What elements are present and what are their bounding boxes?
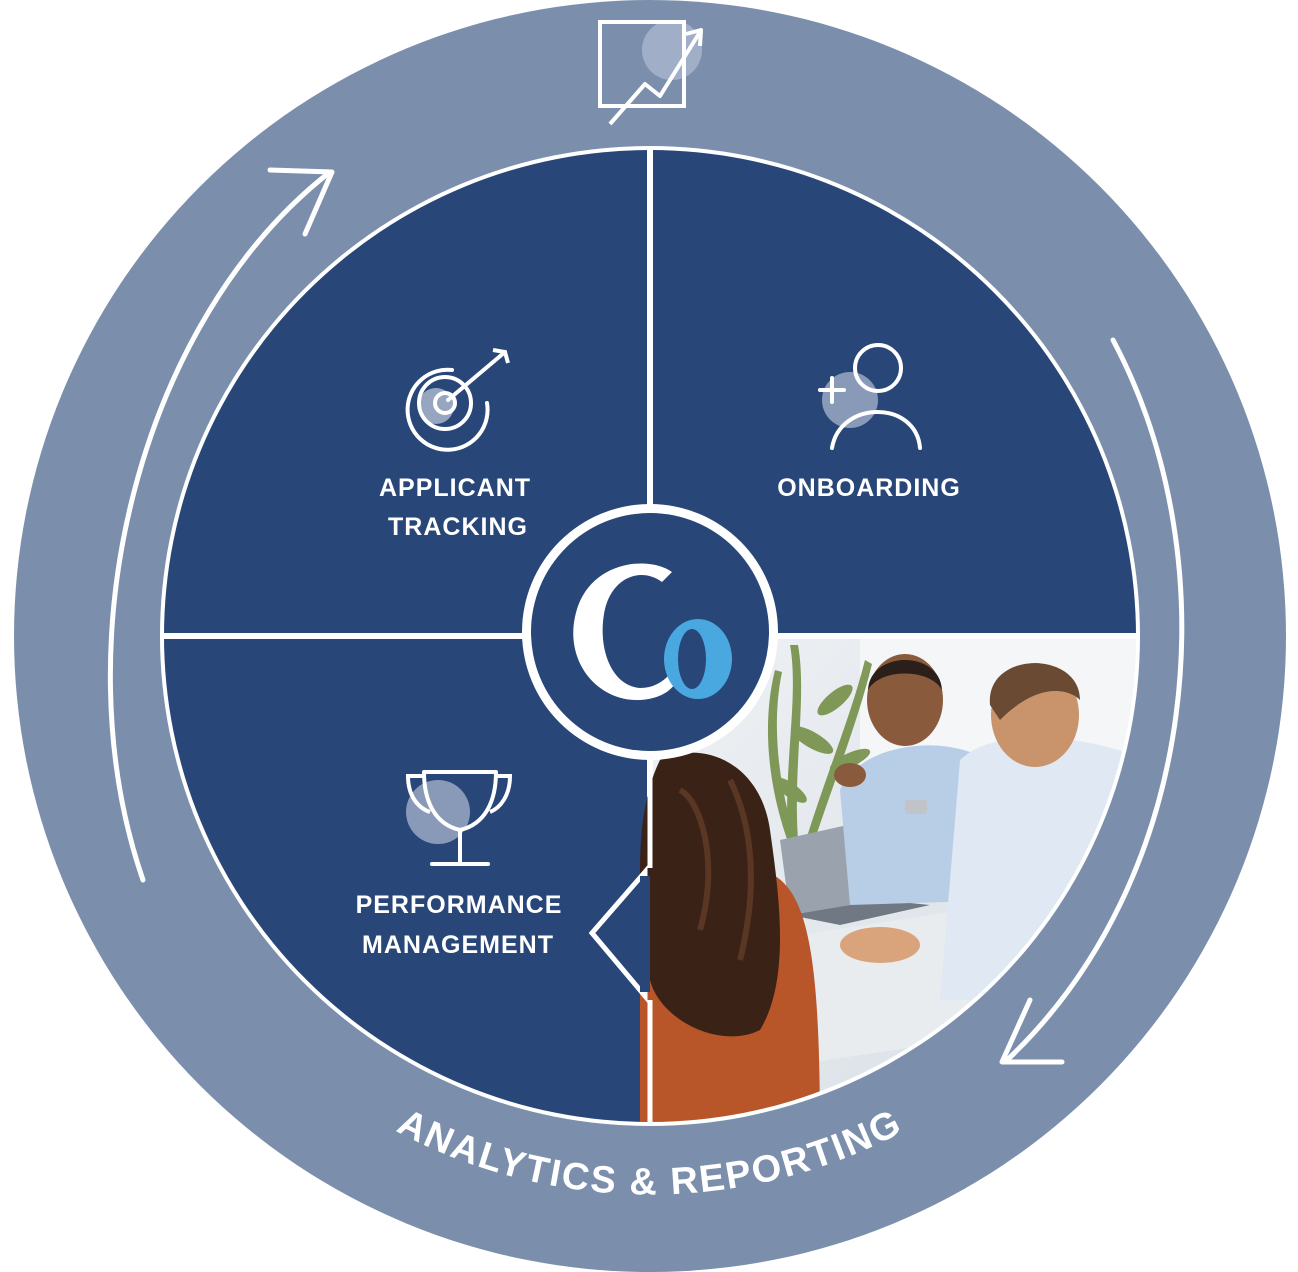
logo-c-mark bbox=[573, 563, 676, 701]
target-arrow-icon bbox=[405, 348, 510, 452]
center-logo bbox=[522, 504, 778, 760]
applicant-tracking-label-line2: TRACKING bbox=[388, 513, 528, 541]
performance-management-label-line1: PERFORMANCE bbox=[356, 891, 563, 919]
trophy-icon bbox=[405, 770, 513, 866]
cycle-arrow-right-icon bbox=[1002, 337, 1185, 1065]
onboarding-label: ONBOARDING bbox=[777, 474, 961, 502]
add-user-icon bbox=[818, 343, 922, 450]
performance-management-label-line2: MANAGEMENT bbox=[362, 931, 554, 959]
cycle-arrow-left-icon bbox=[107, 169, 333, 883]
chart-trend-up-icon bbox=[598, 20, 703, 126]
applicant-tracking-label-line1: APPLICANT bbox=[379, 474, 531, 502]
